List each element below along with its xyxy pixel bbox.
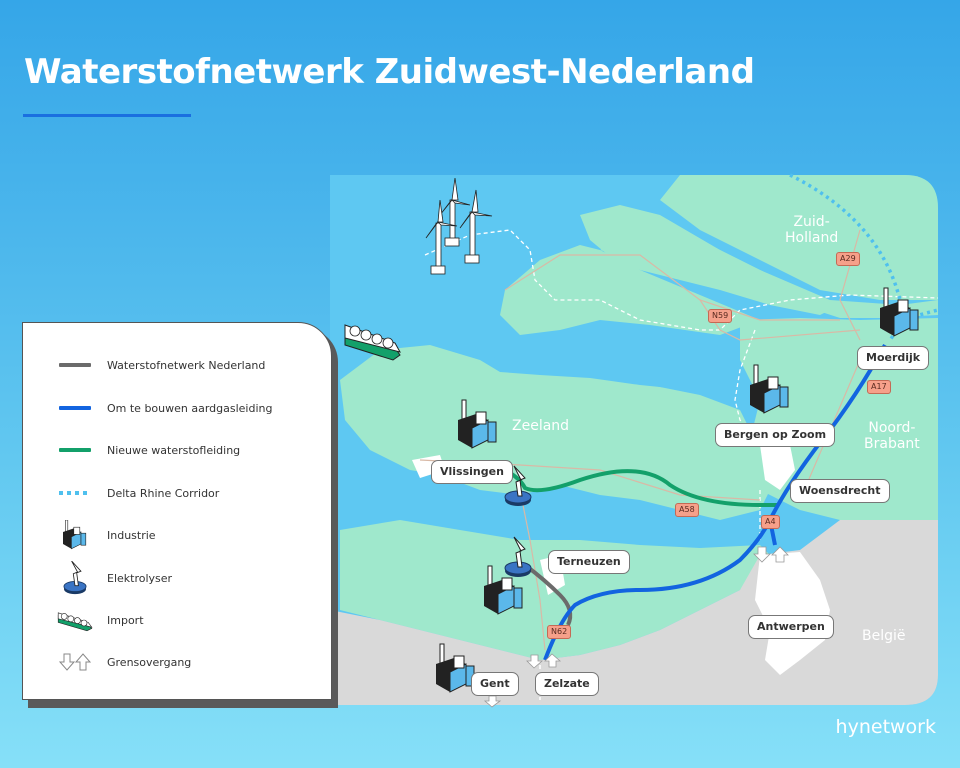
region-label-zeeland: Zeeland [512, 418, 570, 434]
region-label-noord-brabant-line1: Noord- [868, 420, 916, 436]
wind-turbine-icon [425, 177, 493, 275]
region-label-belgie: België [862, 628, 906, 644]
legend-item-waterstofnetwerk: Waterstofnetwerk Nederland [23, 350, 331, 380]
legend-label: Om te bouwen aardgasleiding [107, 401, 273, 415]
page-title: Waterstofnetwerk Zuidwest-Nederland [24, 52, 755, 92]
title-underline [23, 114, 191, 117]
legend-item-grensovergang: Grensovergang [23, 647, 331, 677]
legend-item-industrie: Industrie [23, 520, 331, 550]
legend-item-delta-rhine-corridor: Delta Rhine Corridor [23, 478, 331, 508]
legend-item-elektrolyser: Elektrolyser [23, 561, 331, 595]
road-label-n62: N62 [547, 625, 572, 639]
region-label-noord-brabant: Noord- Brabant [864, 420, 920, 452]
road-label-a29: A29 [836, 252, 860, 266]
border-crossing-icon-gent [483, 695, 502, 708]
factory-icon-moerdijk [880, 287, 919, 337]
legend-item-aardgasleiding: Om te bouwen aardgasleiding [23, 393, 331, 423]
region-label-zuid-holland-line2: Holland [785, 230, 839, 246]
nieuwe-waterstofleiding [504, 468, 778, 507]
electrolyser-icon-vlissingen [504, 465, 532, 506]
factory-icon-gent [436, 643, 475, 693]
factory-icon [63, 520, 87, 550]
delta-rhine-corridor [789, 173, 903, 342]
ship-icon [57, 612, 93, 632]
road-label-a58: A58 [675, 503, 699, 517]
place-label-zelzate[interactable]: Zelzate [535, 672, 599, 696]
legend-label: Grensovergang [107, 655, 192, 669]
road-label-a4: A4 [761, 515, 780, 529]
electrolyser-icon [63, 561, 87, 595]
region-label-zuid-holland-line1: Zuid- [793, 214, 830, 230]
ship-icon [344, 324, 402, 361]
road-label-n59: N59 [708, 309, 733, 323]
region-label-zuid-holland: Zuid- Holland [785, 214, 838, 246]
legend-label: Waterstofnetwerk Nederland [107, 358, 266, 372]
gray-line-icon [59, 363, 91, 367]
place-label-bergen-op-zoom[interactable]: Bergen op Zoom [715, 423, 836, 447]
factory-icon-zeeland [458, 399, 497, 449]
legend-label: Import [107, 613, 144, 627]
factory-icon-bergen-op-zoom [750, 364, 789, 414]
factory-icon-terneuzen [484, 565, 523, 615]
place-label-terneuzen[interactable]: Terneuzen [548, 550, 630, 574]
place-label-woensdrecht[interactable]: Woensdrecht [790, 479, 890, 503]
waterstofnetwerk-nederland [523, 563, 573, 626]
legend-item-nieuwe-waterstofleiding: Nieuwe waterstofleiding [23, 435, 331, 465]
place-label-gent[interactable]: Gent [471, 672, 519, 696]
border-crossing-icon-a4 [753, 546, 789, 563]
legend-item-import: Import [23, 605, 331, 635]
blue-line-icon [59, 406, 91, 410]
legend: Waterstofnetwerk Nederland Om te bouwen … [22, 322, 332, 700]
legend-label: Delta Rhine Corridor [107, 486, 220, 500]
city-bergen-op-zoom [760, 445, 795, 490]
region-label-noord-brabant-line2: Brabant [864, 436, 920, 452]
legend-label: Nieuwe waterstofleiding [107, 443, 241, 457]
green-line-icon [59, 448, 91, 452]
electrolyser-icon-terneuzen [504, 536, 532, 577]
legend-label: Industrie [107, 528, 156, 542]
place-label-vlissingen[interactable]: Vlissingen [431, 460, 513, 484]
border-crossing-arrows-icon [59, 653, 91, 671]
place-label-moerdijk[interactable]: Moerdijk [857, 346, 930, 370]
city-antwerpen [755, 552, 830, 675]
legend-label: Elektrolyser [107, 571, 173, 585]
province-border [424, 229, 939, 331]
dotted-line-icon [59, 491, 91, 495]
border-crossing-icon-zelzate [526, 653, 562, 669]
place-label-antwerpen[interactable]: Antwerpen [748, 615, 834, 639]
road-label-a17: A17 [867, 380, 891, 394]
brand-logo: hynetwork [835, 716, 936, 738]
